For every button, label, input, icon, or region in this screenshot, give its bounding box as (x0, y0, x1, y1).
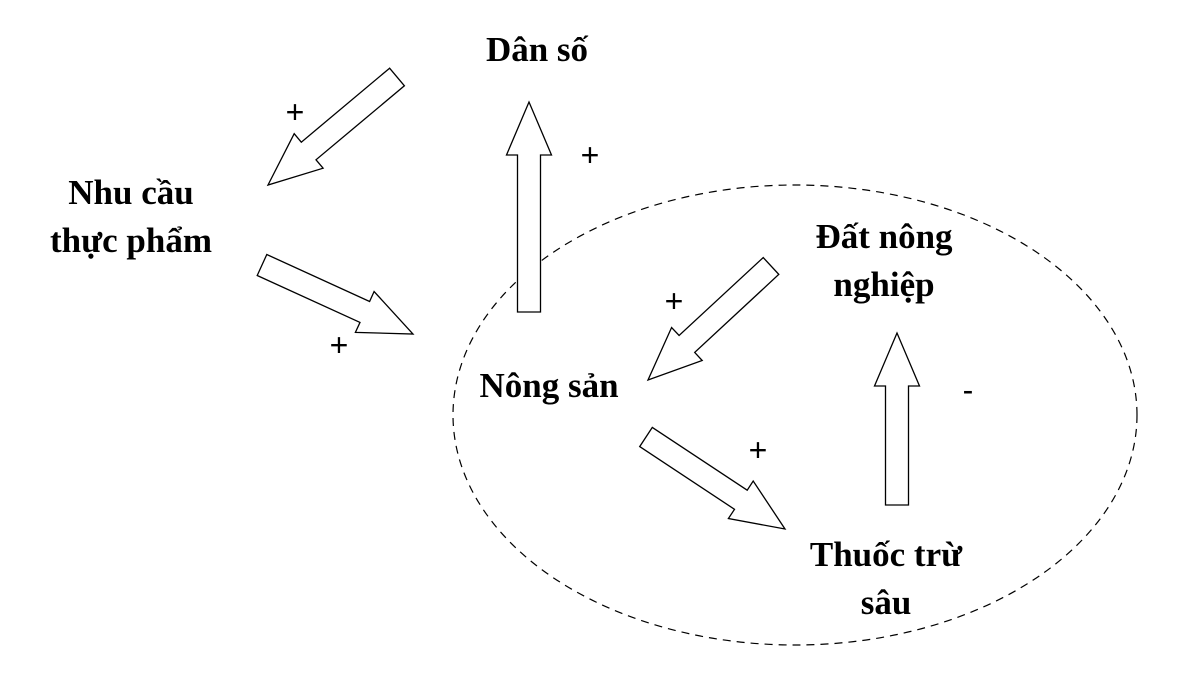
arrow-agri-products-to-pesticide (638, 426, 787, 530)
node-farmland-line1: Đất nông (815, 217, 953, 256)
sign-farmland-to-agri-products: + (664, 283, 684, 319)
node-agri-products: Nông sản (479, 366, 619, 405)
node-pesticide: Thuốc trừ sâu (810, 531, 962, 627)
arrow-farmland-to-agri-products (646, 256, 780, 382)
sign-food-demand-to-agri-products: + (329, 327, 349, 363)
node-food-demand: Nhu cầu thực phẩm (50, 169, 212, 265)
agriculture-system-boundary (452, 184, 1138, 646)
arrow-food-demand-to-agri-products (256, 253, 415, 335)
node-food-demand-line1: Nhu cầu (68, 173, 194, 212)
node-population: Dân số (485, 30, 589, 69)
sign-agri-products-to-pesticide: + (748, 432, 768, 468)
sign-population-to-food-demand: + (285, 94, 305, 130)
node-farmland-line2: nghiệp (833, 265, 935, 304)
node-farmland: Đất nông nghiệp (815, 213, 952, 309)
node-pesticide-line1: Thuốc trừ (809, 535, 963, 574)
sign-agri-products-to-population: + (580, 137, 600, 173)
arrow-agri-products-to-population (505, 100, 553, 313)
node-food-demand-line2: thực phẩm (50, 221, 212, 260)
arrow-pesticide-to-farmland (873, 331, 921, 506)
node-pesticide-line2: sâu (860, 583, 912, 622)
arrow-population-to-food-demand (266, 67, 406, 187)
sign-pesticide-to-farmland: - (962, 372, 974, 408)
